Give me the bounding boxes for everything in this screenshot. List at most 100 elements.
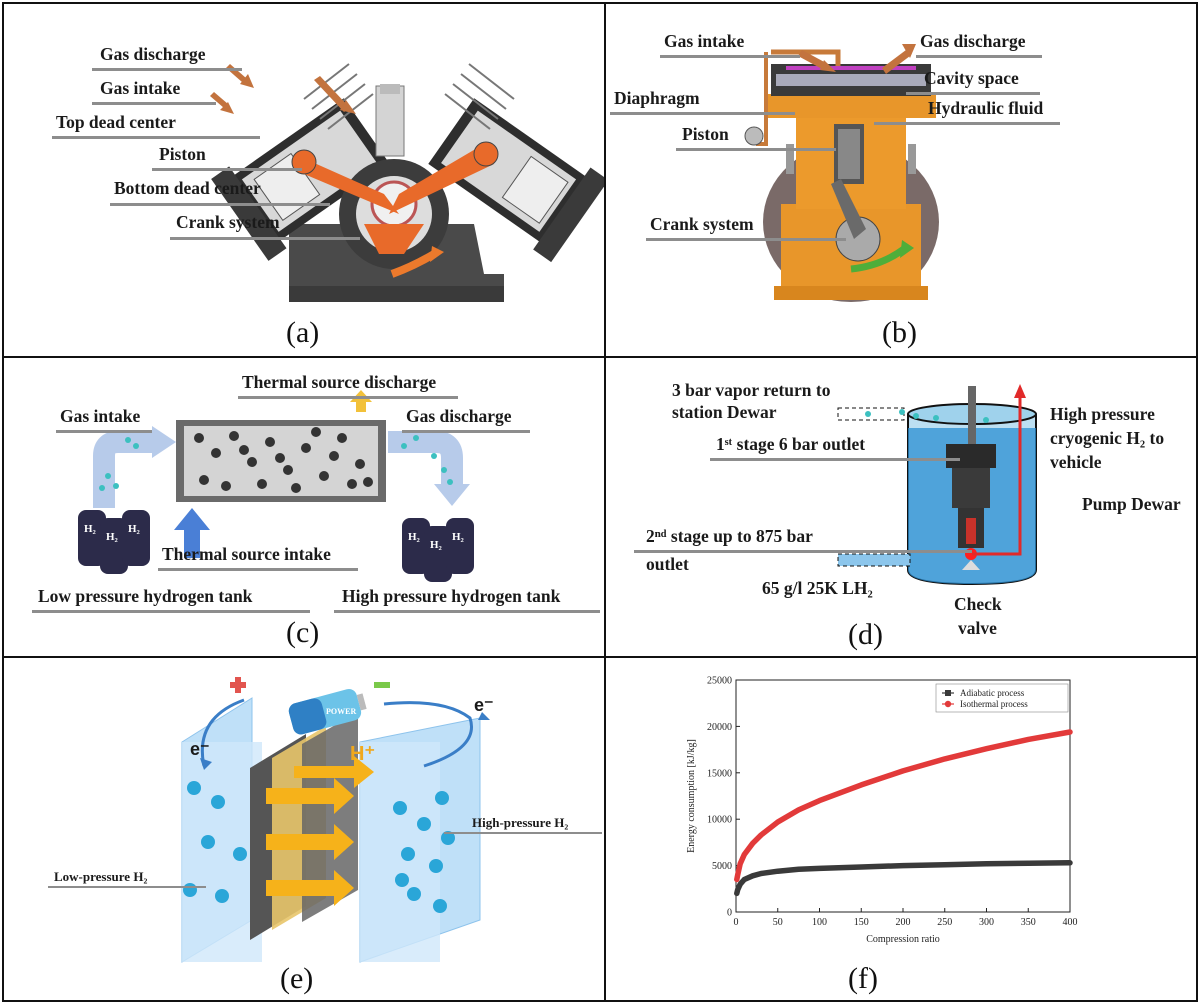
label-tank-h2: H₂ — [128, 523, 140, 535]
label-high-pressure-tank: High pressure hydrogen tank — [342, 586, 561, 606]
y-tick-label: 25000 — [707, 676, 732, 687]
label-bottom-dead-center: Bottom dead center — [114, 178, 261, 198]
label-pump-dewar: Pump Dewar — [1082, 494, 1181, 514]
label-high-pressure-cryogenic: vehicle — [1050, 452, 1102, 472]
label-tank-h2: H₂ — [430, 539, 442, 551]
leader-line — [238, 396, 458, 399]
leader-line — [56, 430, 152, 433]
caption-e: (e) — [280, 962, 314, 995]
label-low-pressure-h2: Low-pressure H₂ — [54, 869, 148, 884]
leader-line — [92, 68, 242, 71]
leader-line — [916, 55, 1042, 58]
label-piston: Piston — [159, 144, 206, 164]
metal-hydride-compressor-drawing — [78, 390, 474, 582]
leader-line — [676, 148, 836, 151]
label-thermal-source-discharge: Thermal source discharge — [242, 372, 437, 392]
y-tick-label: 5000 — [712, 861, 732, 872]
y-tick-label: 0 — [727, 908, 732, 919]
leader-line — [48, 886, 206, 888]
label-stage2-outlet: outlet — [646, 554, 689, 574]
label-proton: H⁺ — [350, 743, 375, 765]
label-stage2-outlet: 2ⁿᵈ stage up to 875 bar — [646, 526, 813, 546]
series-line-isothermal — [734, 729, 1073, 883]
label-gas-discharge: Gas discharge — [406, 406, 512, 426]
label-crank-system: Crank system — [176, 212, 280, 232]
panel-c: H₂ H₂ H₂ H₂ H₂ H₂ Thermal source dischar… — [2, 356, 606, 658]
leader-line — [610, 112, 795, 115]
electrochemical-compressor-drawing — [181, 677, 490, 963]
leader-line — [646, 238, 846, 241]
legend-marker — [945, 690, 951, 696]
cryopump-drawing — [837, 384, 1037, 586]
label-vapor-return: 3 bar vapor return to — [672, 380, 831, 400]
label-top-dead-center: Top dead center — [56, 112, 176, 132]
panel-d: 3 bar vapor return to station Dewar High… — [604, 356, 1198, 658]
caption-b: (b) — [882, 316, 917, 349]
label-thermal-source-intake: Thermal source intake — [162, 544, 331, 564]
legend-label: Adiabatic process — [960, 688, 1025, 698]
plot-area — [735, 679, 1071, 913]
leader-line — [874, 122, 1060, 125]
label-gas-intake: Gas intake — [60, 406, 141, 426]
x-tick-label: 400 — [1063, 917, 1078, 928]
leader-line — [660, 55, 800, 58]
label-low-pressure-tank: Low pressure hydrogen tank — [38, 586, 253, 606]
leader-line — [634, 550, 972, 553]
label-gas-discharge: Gas discharge — [100, 44, 206, 64]
x-tick-label: 150 — [854, 917, 869, 928]
leader-line — [906, 92, 1040, 95]
label-tank-h2: H₂ — [106, 531, 118, 543]
series-line-adiabatic — [734, 860, 1073, 897]
label-gas-intake: Gas intake — [664, 31, 745, 51]
label-gas-intake: Gas intake — [100, 78, 181, 98]
x-tick-label: 100 — [812, 917, 827, 928]
label-tank-h2: H₂ — [452, 531, 464, 543]
x-tick-label: 50 — [773, 917, 783, 928]
y-axis-label: Energy consumption [kJ/kg] — [686, 739, 697, 853]
label-vapor-return: station Dewar — [672, 402, 777, 422]
leader-line — [444, 832, 602, 834]
high-pressure-tanks — [402, 518, 474, 582]
label-electron-left: e⁻ — [190, 739, 210, 759]
label-electron-right: e⁻ — [474, 695, 494, 715]
label-stage1-outlet: 1ˢᵗ stage 6 bar outlet — [716, 434, 866, 454]
label-tank-h2: H₂ — [408, 531, 420, 543]
y-tick-label: 15000 — [707, 768, 732, 779]
leader-line — [170, 237, 360, 240]
panel-a: Gas discharge Gas intake Top dead center… — [2, 2, 606, 358]
label-piston: Piston — [682, 124, 729, 144]
leader-line — [334, 610, 600, 613]
label-battery-power: POWER — [326, 707, 357, 716]
low-pressure-tanks — [78, 510, 150, 574]
y-tick-label: 10000 — [707, 815, 732, 826]
leader-line — [110, 203, 330, 206]
reciprocating-compressor-drawing — [210, 63, 604, 302]
leader-line — [402, 430, 530, 433]
label-hydraulic-fluid: Hydraulic fluid — [928, 98, 1044, 118]
leader-line — [32, 610, 310, 613]
legend-marker — [944, 700, 952, 708]
x-tick-label: 200 — [896, 917, 911, 928]
label-tank-h2: H₂ — [84, 523, 96, 535]
label-high-pressure-cryogenic: cryogenic H₂ to — [1050, 428, 1165, 448]
label-check-valve: valve — [958, 618, 997, 638]
hydride-particles — [194, 427, 373, 493]
label-crank-system: Crank system — [650, 214, 754, 234]
x-tick-label: 250 — [937, 917, 952, 928]
y-tick-label: 20000 — [707, 722, 732, 733]
proton-arrows — [266, 756, 374, 906]
x-tick-label: 300 — [979, 917, 994, 928]
label-high-pressure-h2: High-pressure H₂ — [472, 815, 569, 830]
caption-c: (c) — [286, 616, 320, 649]
label-high-pressure-cryogenic: High pressure — [1050, 404, 1155, 424]
leader-line — [158, 568, 358, 571]
leader-line — [52, 136, 260, 139]
panel-b: Gas intake Gas discharge Cavity space Di… — [604, 2, 1198, 358]
label-diaphragm: Diaphragm — [614, 88, 700, 108]
caption-a: (a) — [286, 316, 320, 349]
caption-f: (f) — [848, 962, 878, 995]
x-tick-label: 0 — [734, 917, 739, 928]
